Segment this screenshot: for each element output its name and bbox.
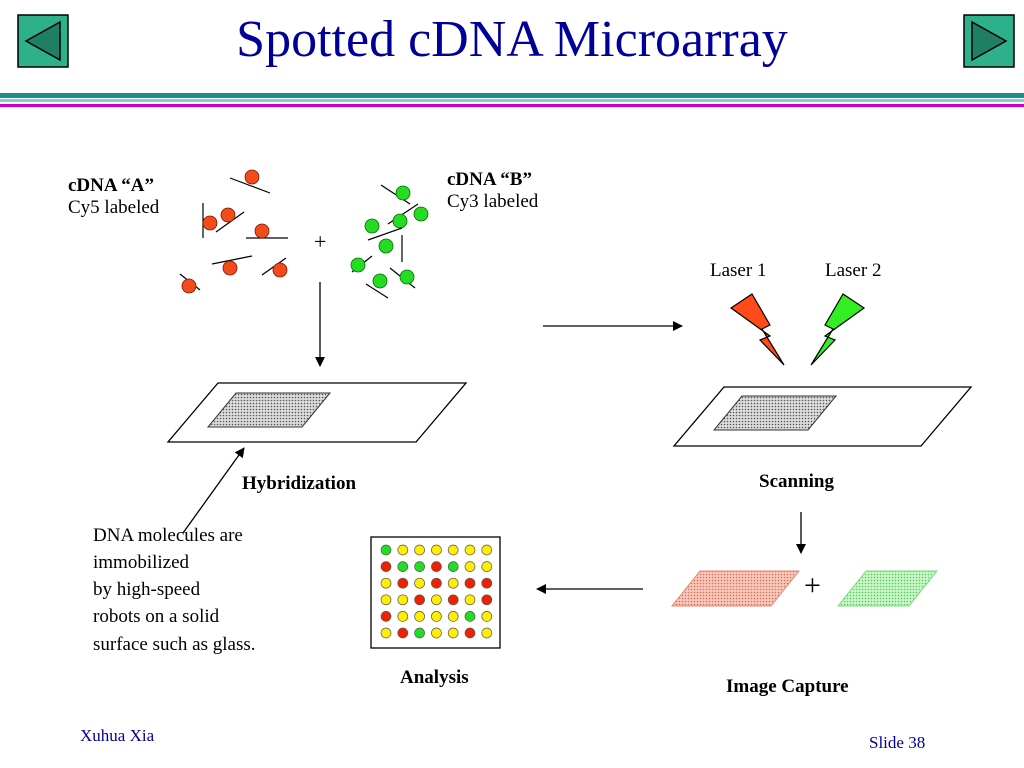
note-line: immobilized <box>93 552 190 574</box>
array-spot <box>464 577 476 589</box>
array-spot <box>380 611 392 622</box>
array-spot <box>414 561 425 572</box>
array-spot <box>380 561 392 572</box>
note-line: DNA molecules are <box>93 525 243 546</box>
note-line: by high-speed <box>93 579 201 601</box>
array-spot <box>431 561 442 572</box>
array-spot <box>397 594 409 606</box>
array-spot <box>464 627 476 639</box>
array-spot <box>431 627 442 639</box>
plus-sign-capture: + <box>804 569 821 602</box>
analysis-spot-grid <box>380 544 493 639</box>
array-spot <box>464 544 476 556</box>
analysis-label: Analysis <box>400 667 469 688</box>
array-spot <box>414 594 425 606</box>
hybridization-slide <box>166 382 468 443</box>
array-spot <box>481 611 493 622</box>
array-spot <box>447 627 459 639</box>
cdna-a-dye: Cy5 labeled <box>68 196 160 218</box>
cdna-b-molecules <box>350 184 429 299</box>
array-spot <box>380 594 392 606</box>
laser-1-label: Laser 1 <box>710 260 767 281</box>
array-spot <box>414 611 425 622</box>
green-channel-image <box>836 570 939 607</box>
plus-sign-top: + <box>314 229 327 254</box>
array-spot <box>447 544 459 556</box>
array-spot <box>481 594 493 606</box>
triangle-left-icon <box>24 20 61 62</box>
triangle-right-icon <box>971 20 1008 62</box>
cdna-a-molecules <box>179 169 288 294</box>
slide-number: Slide 38 <box>869 733 926 752</box>
array-spot <box>481 577 493 589</box>
array-spot <box>431 577 442 589</box>
note-line: surface such as glass. <box>93 633 256 655</box>
hybridization-label: Hybridization <box>242 473 357 494</box>
image-capture-label: Image Capture <box>726 676 849 697</box>
analysis-array-box <box>370 536 501 649</box>
laser-2-bolt <box>810 293 866 366</box>
scanning-label: Scanning <box>759 471 834 492</box>
array-spot <box>464 594 476 606</box>
array-spot <box>414 627 425 639</box>
array-spot <box>447 611 459 622</box>
red-channel-image <box>670 570 801 607</box>
array-spot <box>431 544 442 556</box>
cdna-a-name: cDNA “A” <box>68 175 155 196</box>
cdna-a-label: cDNA “A” Cy5 labeled <box>68 175 159 219</box>
prev-slide-button[interactable] <box>17 14 69 68</box>
array-spot <box>464 561 476 572</box>
array-spot <box>380 577 392 589</box>
array-spot <box>397 611 409 622</box>
array-spot <box>380 544 392 556</box>
array-spot <box>414 577 425 589</box>
immobilization-note: DNA molecules are immobilized by high-sp… <box>93 522 256 658</box>
array-spot <box>380 627 392 639</box>
laser-2-label: Laser 2 <box>825 260 882 281</box>
next-slide-button[interactable] <box>963 14 1015 68</box>
author-footer: Xuhua Xia <box>80 726 155 745</box>
note-line: robots on a solid <box>93 606 220 628</box>
cdna-b-label: cDNA “B” Cy3 labeled <box>447 169 538 213</box>
array-spot <box>431 594 442 606</box>
arrow-to-spots <box>182 447 245 534</box>
array-spot <box>397 627 409 639</box>
array-spot <box>481 627 493 639</box>
array-spot <box>447 561 459 572</box>
array-spot <box>397 561 409 572</box>
array-spot <box>447 577 459 589</box>
cdna-b-name: cDNA “B” <box>447 169 532 190</box>
array-spot <box>397 544 409 556</box>
cdna-b-dye: Cy3 labeled <box>447 190 539 212</box>
array-spot <box>431 611 442 622</box>
array-spot <box>414 544 425 556</box>
array-spot <box>397 577 409 589</box>
header-divider <box>0 93 1024 107</box>
array-spot <box>481 561 493 572</box>
array-spot <box>464 611 476 622</box>
slide-title: Spotted cDNA Microarray <box>236 11 788 68</box>
scanning-slide <box>672 386 973 447</box>
array-spot <box>481 544 493 556</box>
array-spot <box>447 594 459 606</box>
laser-1-bolt <box>729 293 785 366</box>
